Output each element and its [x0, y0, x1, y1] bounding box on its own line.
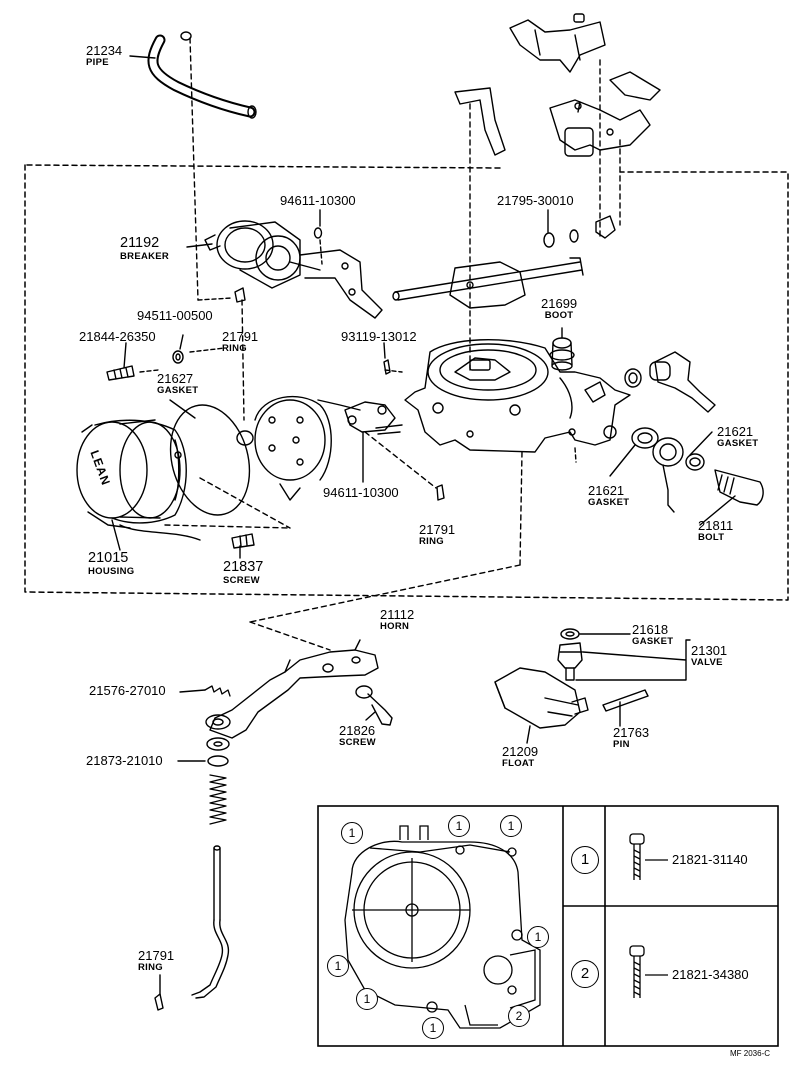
label-clip-94611-a: 94611-10300	[280, 193, 356, 208]
part-number: 21811	[698, 518, 734, 533]
label-valve: 21301 VALVE	[691, 644, 727, 668]
inset-marker-1: 1	[327, 955, 349, 977]
part-number: 21791	[419, 522, 456, 537]
part-name: SCREW	[339, 737, 376, 748]
horn-linkage-drawing	[205, 639, 379, 739]
part-number: 21301	[691, 643, 728, 658]
legend-key-1: 1	[571, 846, 599, 874]
label-horn: 21112 HORN	[380, 608, 414, 632]
label-gasket-21618: 21618 GASKET	[632, 623, 673, 647]
label-ring-a: 21791 RING	[222, 330, 258, 354]
part-name: RING	[419, 536, 444, 547]
label-spring-21576: 21576-27010	[89, 683, 166, 698]
part-name: BREAKER	[120, 250, 170, 262]
legend-bolts	[629, 833, 668, 998]
pump-rod-drawing	[191, 845, 230, 999]
inset-marker-2: 2	[508, 1005, 530, 1027]
part-name: GASKET	[717, 438, 759, 449]
part-number: 21015	[88, 550, 129, 566]
part-number: 21699	[541, 296, 578, 311]
breaker-drawing	[204, 220, 383, 319]
part-name: PIN	[613, 739, 630, 750]
bolt-drawing	[714, 469, 764, 506]
part-number: 21112	[380, 607, 415, 622]
part-number: 21621	[588, 483, 625, 498]
inset-marker-1: 1	[341, 822, 363, 844]
part-number: 21837	[223, 559, 264, 575]
label-spring-21873: 21873-21010	[86, 753, 163, 768]
legend-table	[317, 805, 779, 1047]
diagram-code: MF 2036-C	[730, 1049, 771, 1058]
housing-drawing	[76, 419, 201, 541]
label-gasket-21621-b: 21621 GASKET	[588, 484, 629, 508]
screws-drawing	[106, 359, 391, 549]
part-name: GASKET	[632, 636, 674, 647]
label-float: 21209 FLOAT	[502, 745, 538, 769]
throttle-bracket-drawing	[454, 13, 661, 157]
gasket-21627-drawing	[169, 404, 251, 516]
carburetor-top-view	[344, 825, 541, 1029]
part-number: 21791	[222, 329, 259, 344]
label-boot: 21699 BOOT	[541, 297, 577, 321]
label-lever-21795: 21795-30010	[497, 193, 574, 208]
part-name: GASKET	[157, 385, 199, 396]
part-name: HOUSING	[88, 565, 135, 577]
label-gasket-21627: 21627 GASKET	[157, 372, 198, 396]
label-screw-21844: 21844-26350	[79, 329, 156, 344]
part-number: 21234	[86, 43, 123, 58]
label-breaker: 21192 BREAKER	[120, 236, 169, 261]
label-screw-21837: 21837 SCREW	[223, 560, 263, 585]
inset-marker-1: 1	[356, 988, 378, 1010]
float-drawing	[494, 667, 589, 729]
assembly-boundary	[24, 164, 789, 601]
part-number: 21209	[502, 744, 539, 759]
part-name: PIPE	[86, 57, 109, 68]
spring-21873-drawing	[209, 774, 227, 825]
part-number: 21627	[157, 371, 194, 386]
part-name: FLOAT	[502, 758, 535, 769]
part-name: VALVE	[691, 657, 723, 668]
pin-drawing	[602, 689, 649, 712]
part-name: BOOT	[544, 310, 574, 321]
part-number: 21791	[138, 948, 175, 963]
diaphragm-cover-drawing	[236, 395, 403, 501]
part-number: 21763	[613, 725, 650, 740]
pipe-drawing	[147, 31, 257, 119]
inset-marker-1: 1	[422, 1017, 444, 1039]
part-name: HORN	[380, 621, 410, 632]
label-pin: 21763 PIN	[613, 726, 649, 750]
inset-marker-1: 1	[448, 815, 470, 837]
boot-drawing	[549, 327, 575, 371]
part-number: 21621	[717, 424, 754, 439]
inset-marker-1: 1	[527, 926, 549, 948]
label-gasket-21621-a: 21621 GASKET	[717, 425, 758, 449]
label-pipe: 21234 PIPE	[86, 44, 122, 68]
inset-marker-1: 1	[500, 815, 522, 837]
label-bolt: 21811 BOLT	[698, 519, 733, 543]
part-number: 21192	[120, 235, 160, 251]
legend-part-2: 21821-34380	[672, 967, 749, 982]
part-name: RING	[222, 343, 247, 354]
carburetor-body-drawing	[404, 339, 631, 453]
part-name: BOLT	[698, 532, 725, 543]
throttle-shaft-drawing	[392, 257, 584, 309]
label-screw-21826: 21826 SCREW	[339, 724, 376, 748]
legend-key-2: 2	[571, 960, 599, 988]
label-housing: 21015 HOUSING	[88, 551, 134, 576]
part-number: 21618	[632, 622, 669, 637]
legend-part-1: 21821-31140	[672, 852, 748, 867]
part-name: SCREW	[223, 574, 260, 586]
screw-21826-drawing	[355, 685, 393, 726]
part-name: GASKET	[588, 497, 630, 508]
part-name: RING	[138, 962, 163, 973]
label-ring-b: 21791 RING	[419, 523, 455, 547]
label-ring-c: 21791 RING	[138, 949, 174, 973]
valve-drawing	[557, 642, 583, 681]
label-washer-94511: 94511-00500	[137, 308, 213, 323]
label-screw-93119: 93119-13012	[341, 329, 417, 344]
part-number: 21826	[339, 723, 376, 738]
label-clip-94611-b: 94611-10300	[323, 485, 399, 500]
